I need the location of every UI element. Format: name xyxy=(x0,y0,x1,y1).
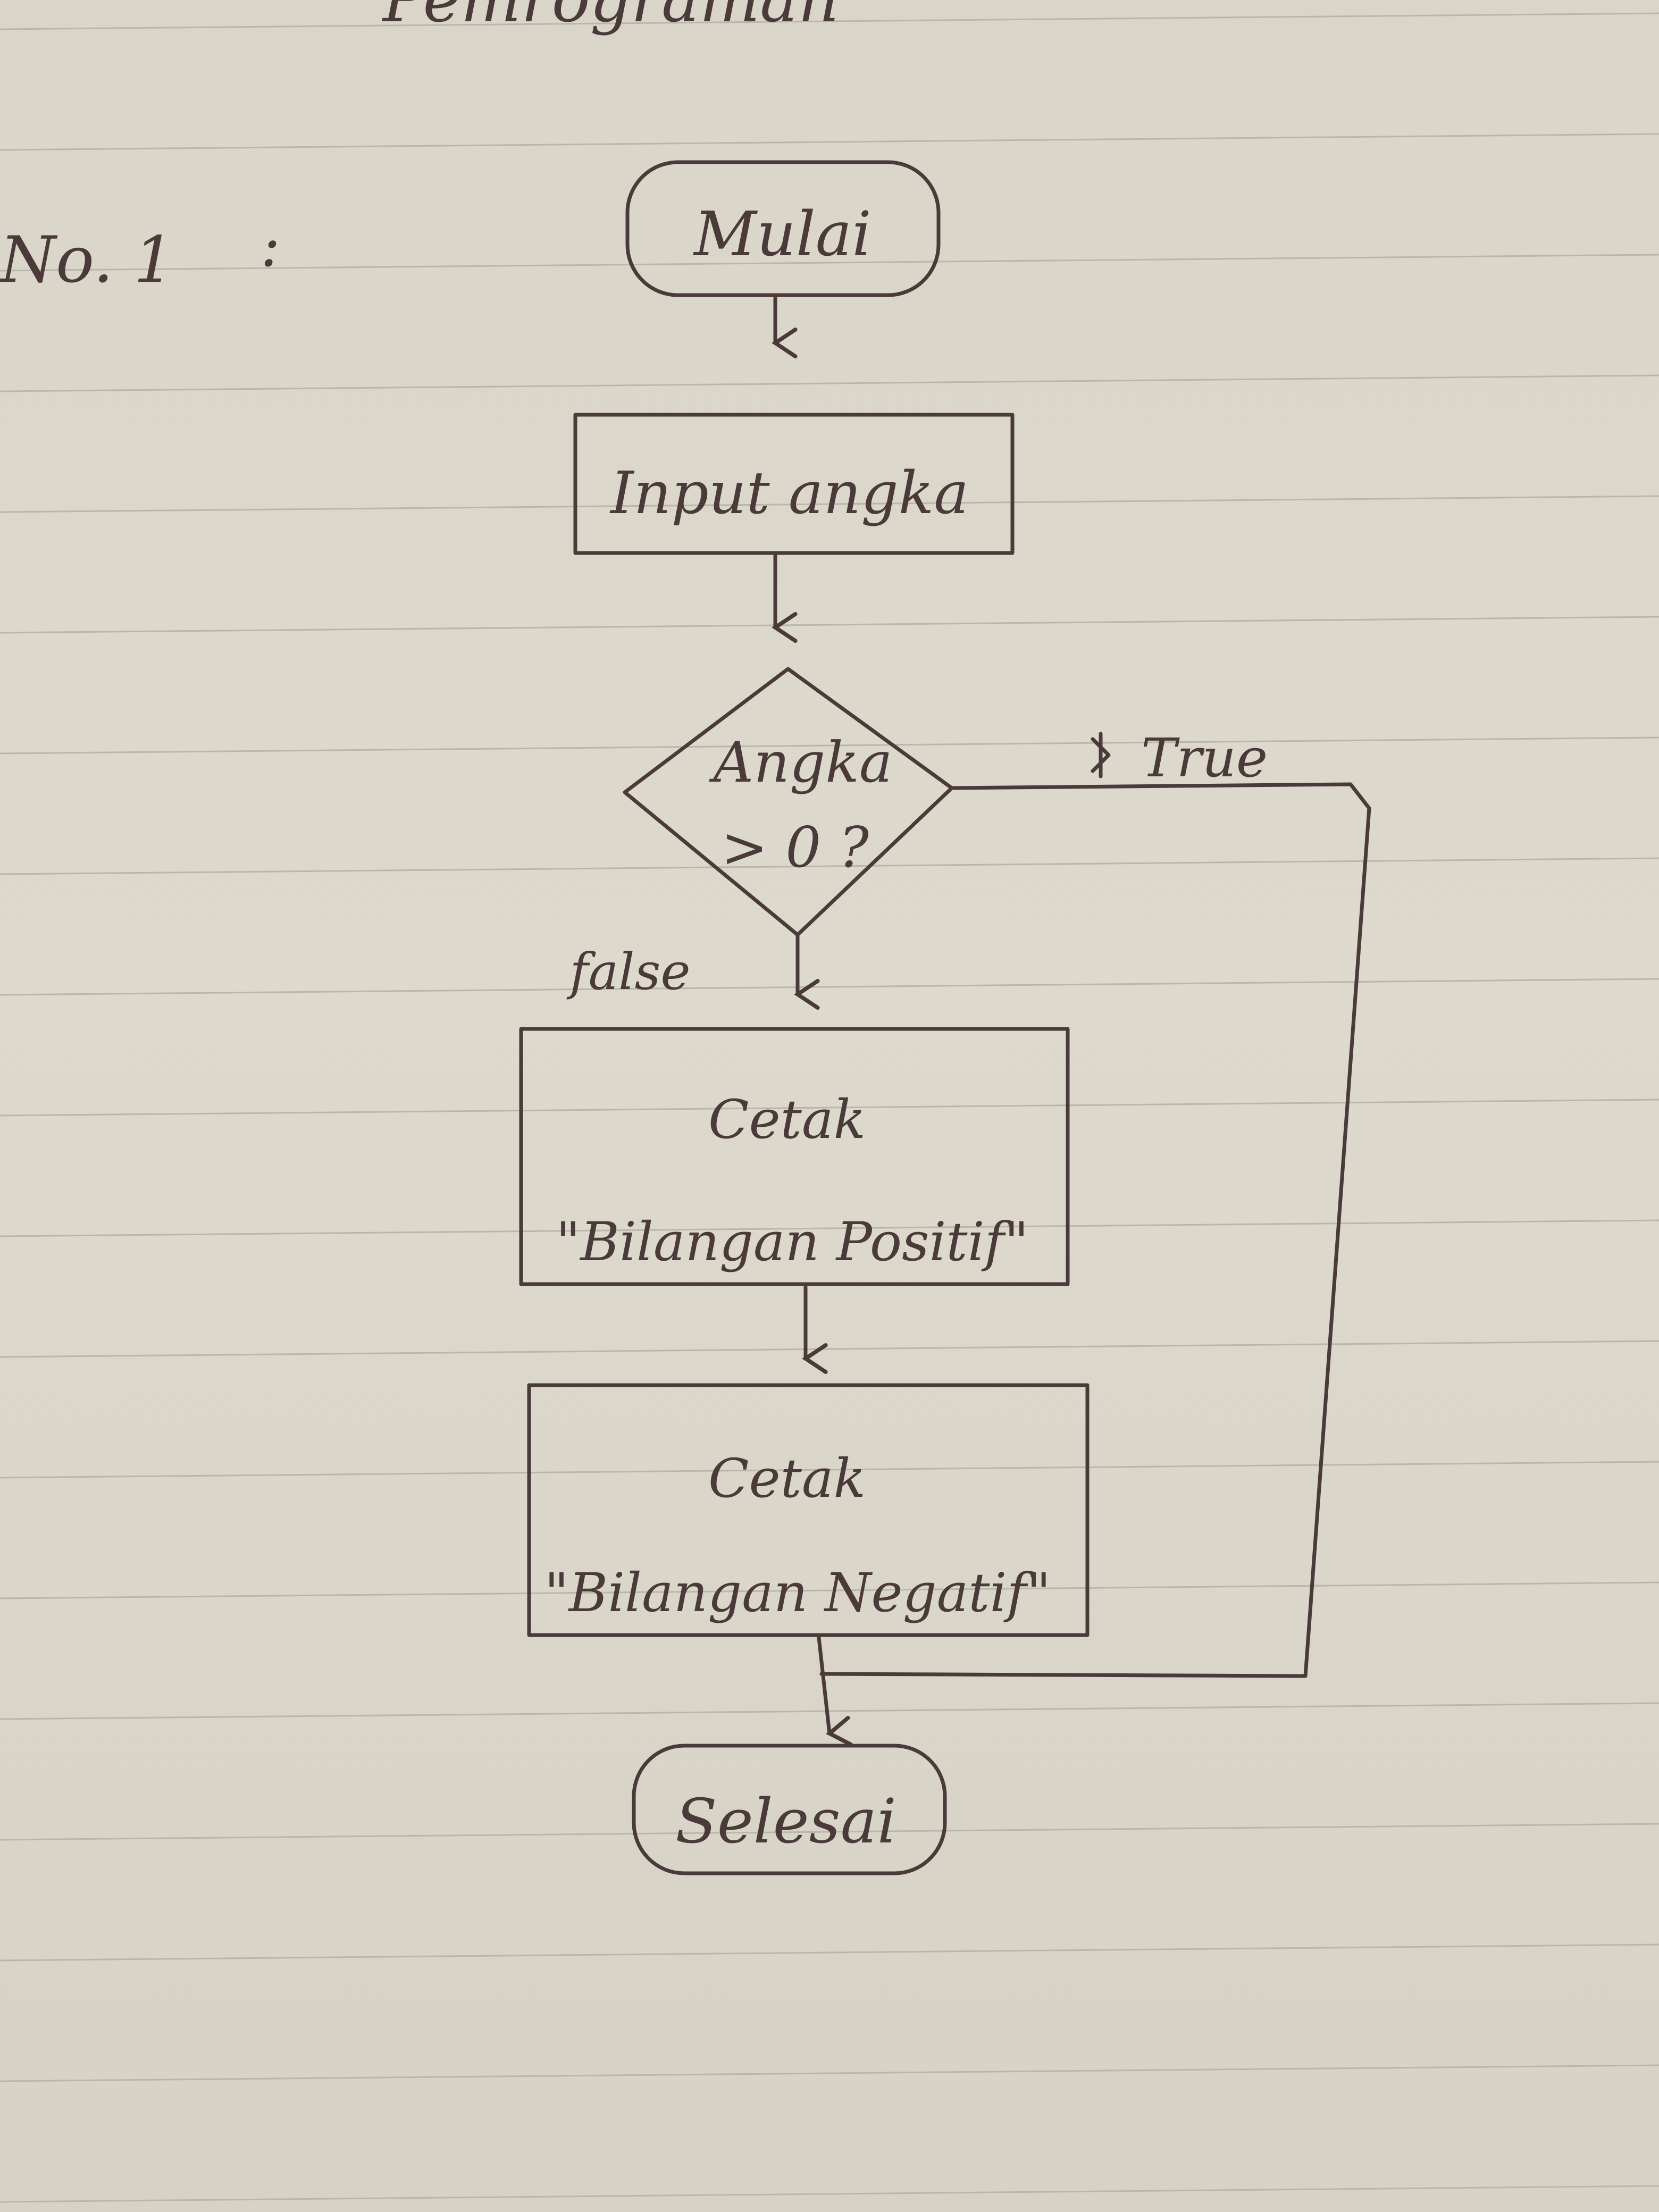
process1-label-line1: Cetak xyxy=(708,1088,866,1151)
true-branch-label: True xyxy=(1141,727,1268,789)
decision-diamond xyxy=(623,667,954,937)
true-label-scribble xyxy=(1091,732,1111,778)
ruled-line xyxy=(0,1943,1659,1962)
arrow-process2-to-end xyxy=(817,1636,853,1747)
decision-label-line1: Angka xyxy=(709,730,893,795)
ruled-line xyxy=(0,1099,1659,1117)
end-terminator xyxy=(632,1744,947,1875)
start-label: Mulai xyxy=(693,199,872,270)
ruled-line xyxy=(0,12,1659,30)
ruled-line xyxy=(0,616,1659,634)
input-label: Input angka xyxy=(609,459,969,527)
ruled-line xyxy=(0,978,1659,996)
ruled-line xyxy=(0,1702,1659,1720)
start-terminator xyxy=(625,160,941,297)
ruled-line xyxy=(0,2185,1659,2203)
false-branch-label: false xyxy=(566,943,690,1001)
ruled-line xyxy=(0,495,1659,513)
ruled-line xyxy=(0,1461,1659,1479)
ruled-line xyxy=(0,736,1659,755)
process-print-positive xyxy=(519,1027,1070,1286)
ruled-line xyxy=(0,1340,1659,1358)
process2-label-line2: "Bilangan Negatif" xyxy=(544,1562,1051,1624)
ruled-lines xyxy=(0,12,1659,2203)
decision-label-line2: > 0 ? xyxy=(721,815,869,880)
ruled-line xyxy=(0,1581,1659,1599)
process1-label-line2: "Bilangan Positif" xyxy=(556,1211,1028,1273)
ruled-line xyxy=(0,133,1659,151)
ruled-line xyxy=(0,374,1659,392)
ruled-line xyxy=(0,1823,1659,1841)
true-branch-line xyxy=(819,782,1371,1678)
ruled-line xyxy=(0,857,1659,875)
ruled-line xyxy=(0,254,1659,272)
ruled-line xyxy=(0,1219,1659,1237)
end-label: Selesai xyxy=(675,1786,896,1857)
process-print-negative xyxy=(527,1383,1090,1637)
page-header-text: Pemrograman xyxy=(382,0,839,37)
ruled-line xyxy=(0,2064,1659,2082)
process2-label-line1: Cetak xyxy=(708,1447,866,1510)
input-box xyxy=(573,413,1015,555)
question-number-label: No. 1 xyxy=(0,223,174,297)
question-colon: : xyxy=(261,212,280,280)
